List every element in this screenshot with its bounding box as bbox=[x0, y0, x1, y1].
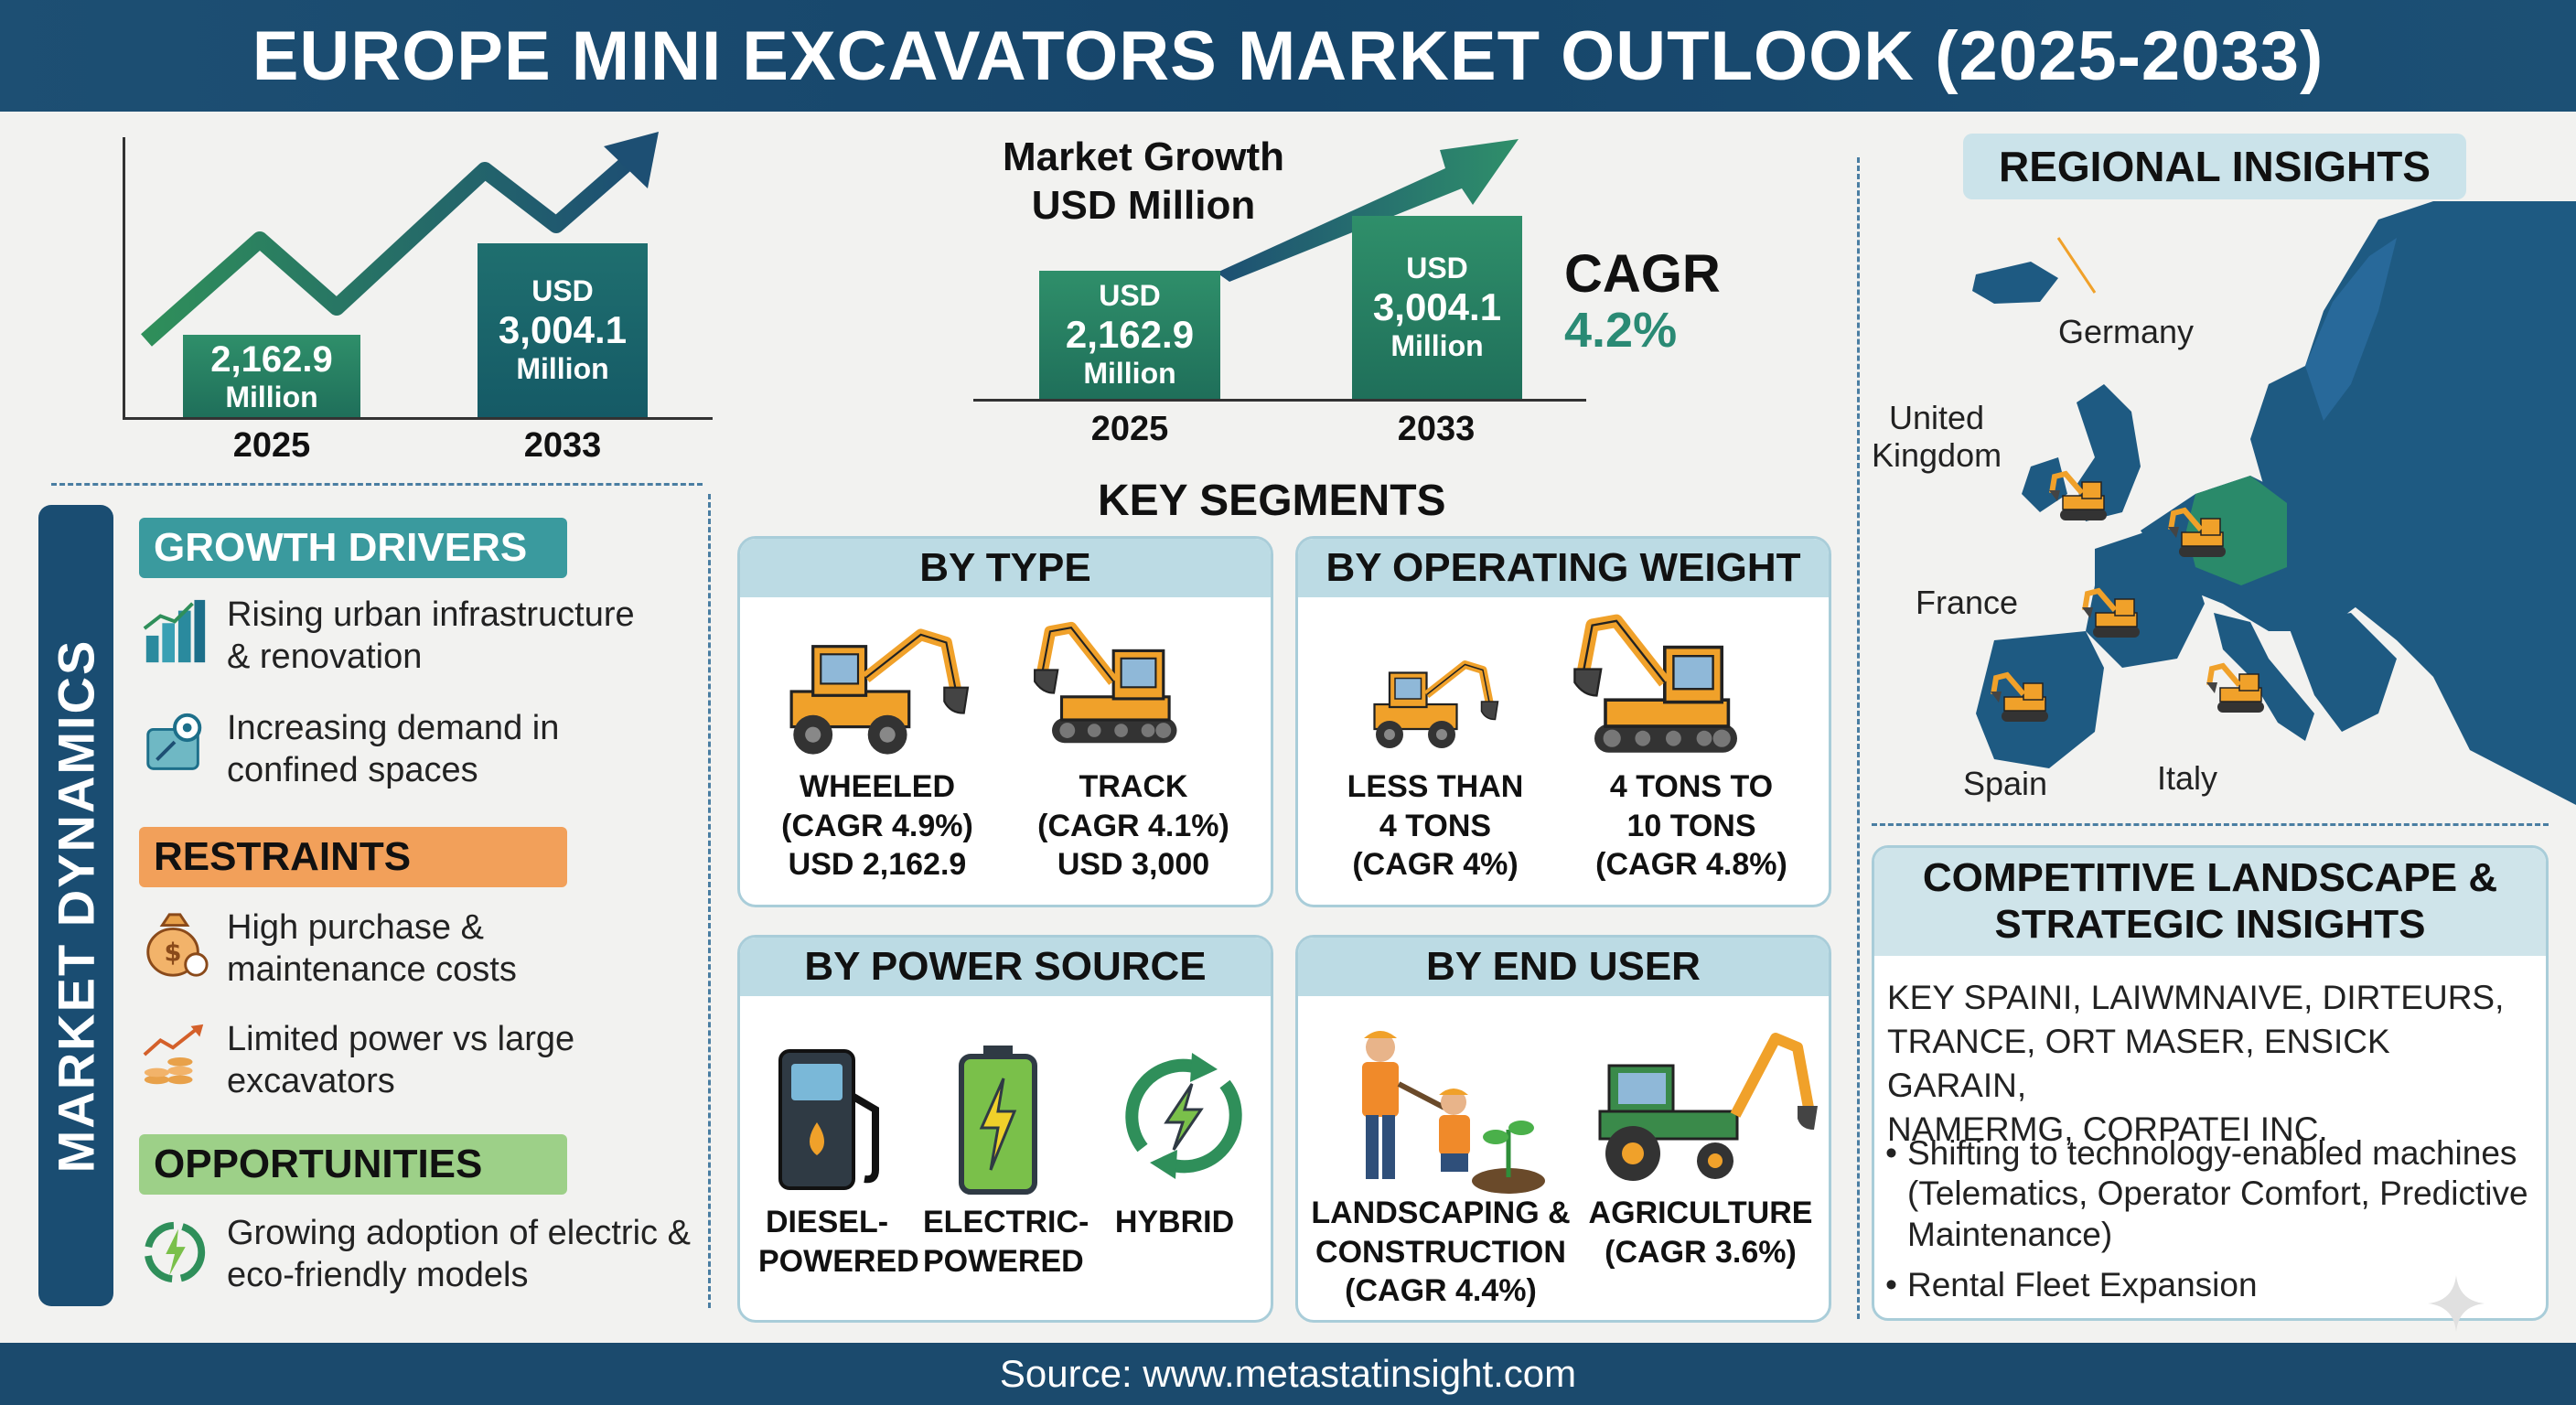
buildings-growth-icon bbox=[143, 599, 206, 663]
large-excavator-icon bbox=[1572, 605, 1792, 760]
center-growth-arrow bbox=[1217, 139, 1519, 282]
hybrid-cycle-icon bbox=[1125, 1053, 1242, 1179]
small-excavator-icon bbox=[1362, 654, 1499, 755]
wheeled-label: WHEELED (CAGR 4.9%) USD 2,162.9 bbox=[781, 769, 973, 882]
country-france: France bbox=[1916, 584, 2019, 621]
country-spain: Spain bbox=[1963, 765, 2048, 802]
competitive-panel: COMPETITIVE LANDSCAPE & STRATEGIC INSIGH… bbox=[1872, 845, 2549, 1321]
wheeled-excavator-icon bbox=[771, 623, 972, 760]
key-companies-list: KEY SPAINI, LAIWMNAIVE, DIRTEURS, TRANCE… bbox=[1887, 979, 2505, 1149]
panel-by-end-user-header: BY END USER bbox=[1298, 938, 1829, 996]
cagr-label: CAGR bbox=[1564, 244, 1721, 304]
fuel-pump-icon bbox=[778, 1049, 879, 1190]
panel-by-type: BY TYPE WHEELED (CAGR 4.9%) USD 2,162.9 … bbox=[737, 536, 1273, 907]
less-than-4-tons-label: LESS THAN 4 TONS (CAGR 4%) bbox=[1347, 769, 1524, 882]
battery-icon bbox=[959, 1046, 1037, 1195]
restraints-pill: RESTRAINTS bbox=[139, 827, 567, 887]
diesel-label: DIESEL- POWERED bbox=[758, 1205, 919, 1279]
eco-recycle-icon bbox=[144, 1221, 206, 1283]
left-chart-y-axis bbox=[123, 137, 125, 419]
excavator-marker-italy bbox=[2206, 660, 2289, 715]
landscaping-label: LANDSCAPING & CONSTRUCTION (CAGR 4.4%) bbox=[1311, 1196, 1571, 1308]
4-to-10-tons-label: 4 TONS TO 10 TONS (CAGR 4.8%) bbox=[1595, 769, 1787, 882]
left-bar-2033: USD 3,004.1 Million bbox=[478, 243, 648, 417]
country-uk: United Kingdom bbox=[1872, 399, 2002, 475]
panel-by-power: BY POWER SOURCE DIESEL- POWERED ELECTRIC… bbox=[737, 935, 1273, 1323]
center-chart-x-axis bbox=[973, 399, 1586, 402]
footer-banner: Source: www.metastatinsight.com bbox=[0, 1343, 2576, 1405]
market-growth-title: Market Growth USD Million bbox=[1002, 134, 1285, 228]
market-dynamics-band bbox=[38, 505, 113, 1306]
hybrid-label: HYBRID bbox=[1114, 1205, 1235, 1239]
svg-text:$: $ bbox=[165, 939, 182, 968]
agriculture-label: AGRICULTURE (CAGR 3.6%) bbox=[1588, 1196, 1813, 1270]
competitive-header: COMPETITIVE LANDSCAPE & STRATEGIC INSIGH… bbox=[1874, 848, 2546, 956]
confined-space-icon bbox=[146, 713, 202, 770]
panel-by-weight: BY OPERATING WEIGHT LESS THAN 4 TONS (CA… bbox=[1295, 536, 1831, 907]
coins-chart-icon bbox=[143, 1024, 204, 1085]
driver-2-text: Increasing demand in confined spaces bbox=[227, 709, 560, 789]
country-germany: Germany bbox=[2058, 313, 2195, 350]
excavator-marker-spain bbox=[1991, 670, 2073, 724]
panel-by-end-user: BY END USER LANDSCAPING & CONSTRUCTION (… bbox=[1295, 935, 1831, 1323]
left-year-2033: 2033 bbox=[523, 426, 602, 465]
divider-right-horizontal bbox=[1872, 823, 2549, 826]
workers-planting-icon bbox=[1362, 1031, 1545, 1194]
sparkle-icon bbox=[2428, 1275, 2485, 1332]
page-title: EUROPE MINI EXCAVATORS MARKET OUTLOOK (2… bbox=[252, 16, 2324, 95]
opportunity-1-text: Growing adoption of electric & eco-frien… bbox=[227, 1214, 691, 1294]
header-banner: EUROPE MINI EXCAVATORS MARKET OUTLOOK (2… bbox=[0, 0, 2576, 112]
growth-drivers-pill: GROWTH DRIVERS bbox=[139, 518, 567, 578]
germany-region bbox=[2186, 476, 2287, 585]
restraint-1-text: High purchase & maintenance costs bbox=[227, 908, 517, 989]
excavator-marker-france bbox=[2082, 585, 2164, 640]
divider-right-vertical bbox=[1857, 157, 1860, 1319]
market-dynamics-label: MARKET DYNAMICS bbox=[47, 638, 105, 1173]
center-bar-2025: USD 2,162.9 Million bbox=[1039, 271, 1220, 399]
panel-by-power-header: BY POWER SOURCE bbox=[740, 938, 1271, 996]
left-growth-arrow bbox=[141, 132, 659, 347]
strategy-bullet-2: Rental Fleet Expansion bbox=[1885, 1265, 2546, 1306]
opportunities-pill: OPPORTUNITIES bbox=[139, 1134, 567, 1195]
driver-1-text: Rising urban infrastructure & renovation bbox=[227, 595, 635, 676]
tractor-backhoe-icon bbox=[1598, 1033, 1818, 1181]
restraint-2-text: Limited power vs large excavators bbox=[227, 1020, 575, 1100]
left-year-2025: 2025 bbox=[232, 426, 311, 465]
electric-label: ELECTRIC- POWERED bbox=[923, 1205, 1089, 1279]
left-chart-x-axis bbox=[123, 417, 713, 420]
divider-left-horizontal bbox=[51, 483, 703, 486]
key-segments-title: KEY SEGMENTS bbox=[1098, 477, 1446, 525]
excavator-marker-uk bbox=[2049, 468, 2131, 523]
excavator-marker-germany bbox=[2168, 505, 2250, 560]
cagr-value: 4.2% bbox=[1564, 303, 1678, 358]
left-bar-2025: 2,162.9 Million bbox=[183, 335, 360, 417]
center-year-2025: 2025 bbox=[1090, 410, 1169, 448]
regional-insights-pill: REGIONAL INSIGHTS bbox=[1963, 134, 2466, 199]
source-text: Source: www.metastatinsight.com bbox=[999, 1352, 1577, 1395]
track-excavator-icon bbox=[1033, 608, 1225, 755]
center-year-2033: 2033 bbox=[1397, 410, 1476, 448]
panel-by-weight-header: BY OPERATING WEIGHT bbox=[1298, 539, 1829, 597]
track-label: TRACK (CAGR 4.1%) USD 3,000 bbox=[1037, 769, 1229, 882]
strategy-bullet-1: Shifting to technology-enabled machines … bbox=[1885, 1133, 2546, 1255]
money-bag-icon: $ bbox=[146, 913, 209, 977]
panel-by-type-header: BY TYPE bbox=[740, 539, 1271, 597]
center-bar-2033: USD 3,004.1 Million bbox=[1352, 216, 1522, 399]
country-italy: Italy bbox=[2157, 759, 2218, 797]
divider-left-vertical bbox=[708, 494, 711, 1308]
